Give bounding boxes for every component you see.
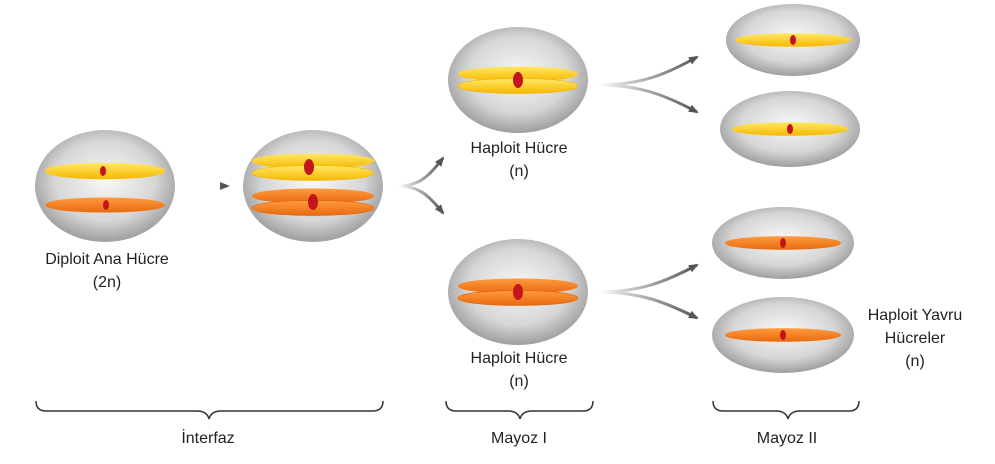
daughter-cell-1 bbox=[726, 4, 860, 76]
haploid-cell-bottom bbox=[448, 239, 588, 345]
arrow-split-top bbox=[597, 55, 699, 114]
brace-meiosis2 bbox=[712, 400, 860, 420]
haploid-top-label: Haploit Hücre bbox=[471, 140, 568, 157]
haploid-cell-top bbox=[448, 27, 588, 133]
haploid-top-ploidy: (n) bbox=[509, 163, 529, 180]
brace-meiosis1 bbox=[445, 400, 594, 420]
diploid-ploidy: (2n) bbox=[93, 274, 121, 291]
orange-replicated-chromosome bbox=[251, 188, 375, 216]
yellow-chromosome bbox=[45, 162, 165, 180]
arrow-split-bottom bbox=[597, 263, 699, 320]
diploid-label: Diploit Ana Hücre bbox=[45, 251, 169, 268]
diploid-mother-cell bbox=[35, 130, 175, 242]
replicated-cell bbox=[243, 130, 383, 242]
yellow-replicated-chromosome bbox=[251, 153, 375, 181]
brace-interphase bbox=[35, 400, 384, 420]
orange-chromosome bbox=[45, 197, 165, 213]
stage-label-meiosis1: Mayoz I bbox=[491, 430, 547, 447]
daughter-label-2: Hücreler bbox=[885, 330, 946, 347]
haploid-bottom-ploidy: (n) bbox=[509, 373, 529, 390]
daughter-label: Haploit Yavru bbox=[868, 307, 963, 324]
daughter-cell-4 bbox=[712, 297, 854, 373]
haploid-bottom-label: Haploit Hücre bbox=[471, 350, 568, 367]
daughter-cell-2 bbox=[720, 91, 860, 167]
daughter-ploidy: (n) bbox=[905, 353, 925, 370]
daughter-cell-3 bbox=[712, 207, 854, 279]
stage-label-interphase: İnterfaz bbox=[181, 428, 234, 447]
arrow-split-meiosis1 bbox=[397, 156, 445, 215]
stage-label-meiosis2: Mayoz II bbox=[757, 430, 817, 447]
